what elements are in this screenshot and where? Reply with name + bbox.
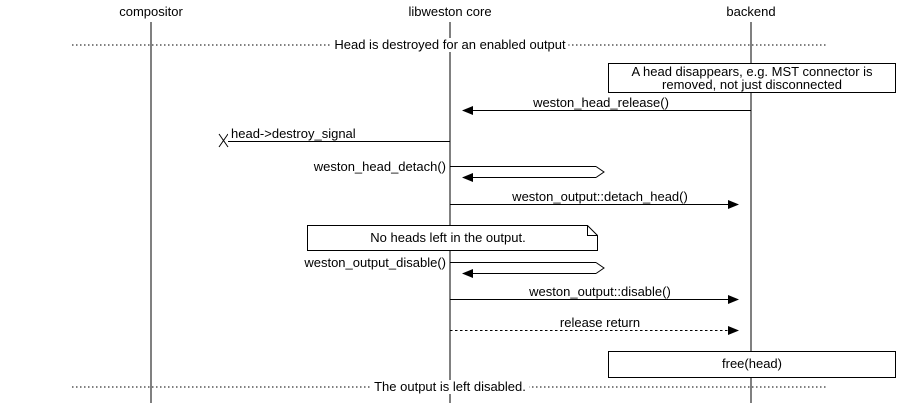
participant-label-compositor[interactable]: compositor [115,5,187,19]
message-label-weston-output-detach-head: weston_output::detach_head() [509,190,691,204]
note-head-disappears-line-1: A head disappears, e.g. MST connector is [631,64,873,79]
message-label-release-return: release return [556,316,644,330]
separator-label-bottom: The output is left disabled. [371,380,529,394]
participant-label-backend[interactable]: backend [722,5,780,19]
note-head-disappears-line-2: removed, not just disconnected [662,77,842,92]
message-label-weston-output-disable-call: weston_output_disable() [301,256,449,270]
action-box-free-head-label: free(head) [722,356,782,371]
action-box-free-head-shape [608,351,896,378]
message-label-weston-head-release: weston_head_release() [530,96,672,110]
note-no-heads-left-line-1: No heads left in the output. [370,230,526,245]
participant-label-libweston-core[interactable]: libweston core [404,5,496,19]
message-arrow-weston-output-disable-call [450,262,605,278]
message-arrow-head-destroy-signal [218,133,450,148]
message-arrow-weston-head-detach [450,166,605,182]
message-label-head-destroy-signal: head->destroy_signal [228,127,359,141]
note-no-heads-left-shape [307,225,598,251]
message-label-weston-output-disable: weston_output::disable() [526,285,674,299]
message-label-weston-head-detach: weston_head_detach() [310,160,449,174]
separator-label-top: Head is destroyed for an enabled output [331,38,569,52]
note-head-disappears-shape [608,63,896,93]
